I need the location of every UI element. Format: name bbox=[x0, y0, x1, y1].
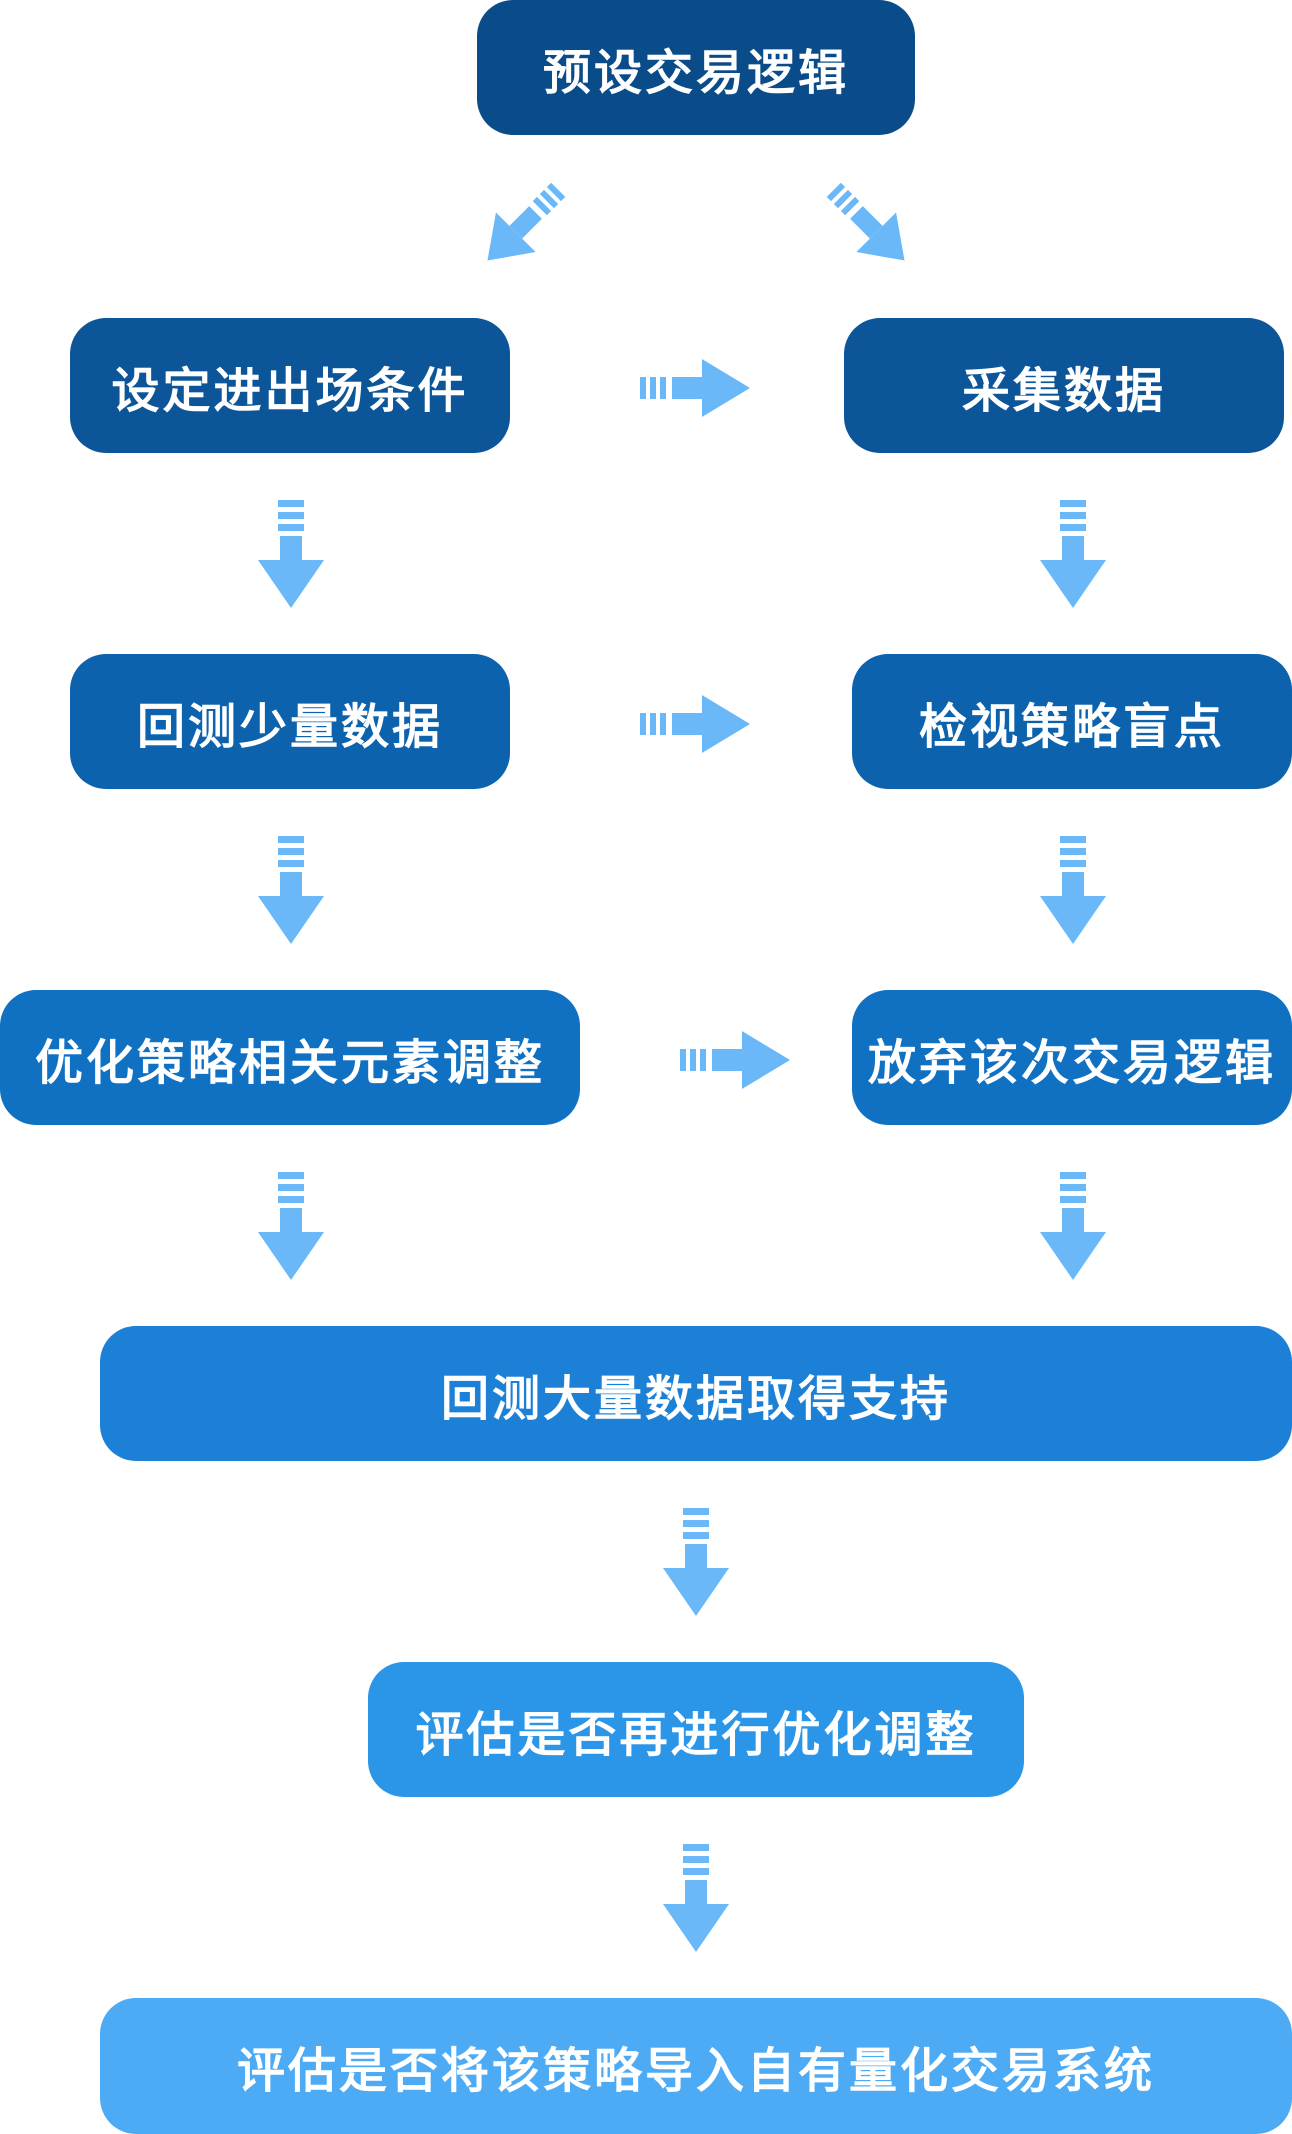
arrow-down-right-icon bbox=[826, 182, 905, 261]
node-abandon-trading-logic: 放弃该次交易逻辑 bbox=[852, 990, 1292, 1125]
node-review-strategy-blind-spots: 检视策略盲点 bbox=[852, 654, 1292, 789]
node-set-entry-exit-conditions: 设定进出场条件 bbox=[70, 318, 510, 453]
arrow-right-icon bbox=[640, 359, 750, 417]
node-evaluate-further-optimization: 评估是否再进行优化调整 bbox=[368, 1662, 1024, 1797]
arrow-right-icon bbox=[680, 1031, 790, 1089]
arrow-down-icon bbox=[663, 1508, 729, 1616]
node-preset-trading-logic: 预设交易逻辑 bbox=[477, 0, 915, 135]
arrow-down-icon bbox=[1040, 836, 1106, 944]
node-backtest-small-data: 回测少量数据 bbox=[70, 654, 510, 789]
arrow-down-icon bbox=[1040, 1172, 1106, 1280]
arrow-right-icon bbox=[640, 695, 750, 753]
arrow-down-icon bbox=[258, 500, 324, 608]
node-evaluate-import-to-system: 评估是否将该策略导入自有量化交易系统 bbox=[100, 1998, 1292, 2134]
node-optimize-strategy-elements: 优化策略相关元素调整 bbox=[0, 990, 580, 1125]
node-collect-data: 采集数据 bbox=[844, 318, 1284, 453]
arrow-down-left-icon bbox=[487, 182, 566, 261]
arrow-down-icon bbox=[258, 836, 324, 944]
arrow-down-icon bbox=[258, 1172, 324, 1280]
arrow-down-icon bbox=[663, 1844, 729, 1952]
arrow-down-icon bbox=[1040, 500, 1106, 608]
node-backtest-large-data: 回测大量数据取得支持 bbox=[100, 1326, 1292, 1461]
